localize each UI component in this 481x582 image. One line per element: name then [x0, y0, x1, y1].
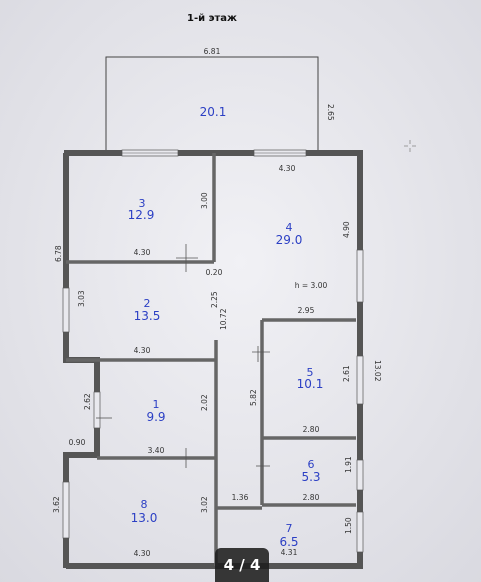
svg-text:3.03: 3.03 — [77, 290, 86, 307]
balcony-outline — [105, 56, 319, 150]
svg-text:2.02: 2.02 — [200, 394, 209, 411]
room-7: 7 6.5 1.36 1.50 4.31 — [232, 493, 353, 557]
svg-text:4.30: 4.30 — [134, 346, 151, 355]
room-1: 1 9.9 2.62 2.02 3.40 — [83, 393, 209, 455]
svg-text:4: 4 — [286, 221, 293, 234]
svg-text:3.02: 3.02 — [200, 496, 209, 513]
svg-text:5.3: 5.3 — [301, 470, 320, 484]
window-left-room8 — [62, 481, 70, 539]
svg-text:10.1: 10.1 — [297, 377, 324, 391]
svg-text:4.90: 4.90 — [342, 221, 351, 238]
svg-text:12.9: 12.9 — [128, 208, 155, 222]
svg-text:29.0: 29.0 — [276, 233, 303, 247]
page-counter[interactable]: 4 / 4 — [215, 548, 269, 582]
balcony-width: 6.81 — [204, 47, 221, 56]
svg-text:8: 8 — [141, 498, 148, 511]
svg-text:10.72: 10.72 — [219, 308, 228, 330]
svg-text:6: 6 — [308, 458, 315, 471]
svg-text:13.0: 13.0 — [131, 511, 158, 525]
interior-walls — [66, 153, 356, 566]
svg-text:0.90: 0.90 — [69, 438, 86, 447]
room-2: 2 13.5 3.03 4.30 2.25 — [77, 290, 219, 355]
balcony-area: 20.1 — [200, 105, 227, 119]
door-marks — [96, 244, 270, 468]
crosshair-icon — [404, 140, 416, 152]
window-right-room7 — [356, 511, 364, 553]
svg-text:9.9: 9.9 — [146, 410, 165, 424]
svg-text:1: 1 — [153, 398, 160, 411]
svg-text:13.5: 13.5 — [134, 309, 161, 323]
svg-text:2.80: 2.80 — [303, 493, 320, 502]
window-left-room1 — [93, 391, 101, 429]
windows — [62, 149, 364, 553]
svg-text:h = 3.00: h = 3.00 — [295, 281, 328, 290]
svg-text:3.62: 3.62 — [52, 496, 61, 513]
room-5: 5 10.1 2.61 2.80 — [297, 365, 351, 434]
room-6: 6 5.3 1.91 2.80 — [301, 456, 353, 502]
svg-text:0.20: 0.20 — [206, 268, 223, 277]
svg-text:5.82: 5.82 — [249, 389, 258, 406]
svg-text:2.95: 2.95 — [298, 306, 315, 315]
overall-dimensions: 6.78 13.02 10.72 0.20 0.90 5.82 — [54, 245, 382, 447]
room-4: 4 29.0 4.30 4.90 h = 3.00 2.95 — [276, 164, 351, 315]
window-right-room5 — [356, 355, 364, 405]
svg-text:5: 5 — [307, 366, 314, 379]
svg-text:1.91: 1.91 — [344, 456, 353, 473]
svg-text:2.61: 2.61 — [342, 365, 351, 382]
balcony-depth: 2.65 — [326, 104, 335, 121]
svg-text:7: 7 — [286, 522, 293, 535]
svg-text:6.78: 6.78 — [54, 245, 63, 262]
svg-text:6.5: 6.5 — [279, 535, 298, 549]
svg-text:3.40: 3.40 — [148, 446, 165, 455]
svg-text:4.31: 4.31 — [281, 548, 298, 557]
page-title: 1-й этаж — [187, 13, 237, 24]
svg-text:3: 3 — [139, 197, 146, 210]
window-right-room6 — [356, 459, 364, 491]
svg-text:1.50: 1.50 — [344, 517, 353, 534]
window-left-room2 — [62, 287, 70, 333]
window-right-room4 — [356, 249, 364, 303]
svg-text:3.00: 3.00 — [200, 192, 209, 209]
svg-text:1.36: 1.36 — [232, 493, 249, 502]
room-8: 8 13.0 3.62 3.02 4.30 — [52, 496, 209, 558]
svg-text:2.62: 2.62 — [83, 393, 92, 410]
svg-text:13.02: 13.02 — [373, 360, 382, 382]
balcony: 6.81 2.65 20.1 — [105, 47, 335, 150]
svg-text:2: 2 — [144, 297, 151, 310]
svg-text:4.30: 4.30 — [134, 248, 151, 257]
room-3: 3 12.9 3.00 4.30 — [128, 192, 209, 257]
svg-text:4.30: 4.30 — [279, 164, 296, 173]
svg-text:2.25: 2.25 — [210, 291, 219, 308]
svg-text:4.30: 4.30 — [134, 549, 151, 558]
svg-text:2.80: 2.80 — [303, 425, 320, 434]
